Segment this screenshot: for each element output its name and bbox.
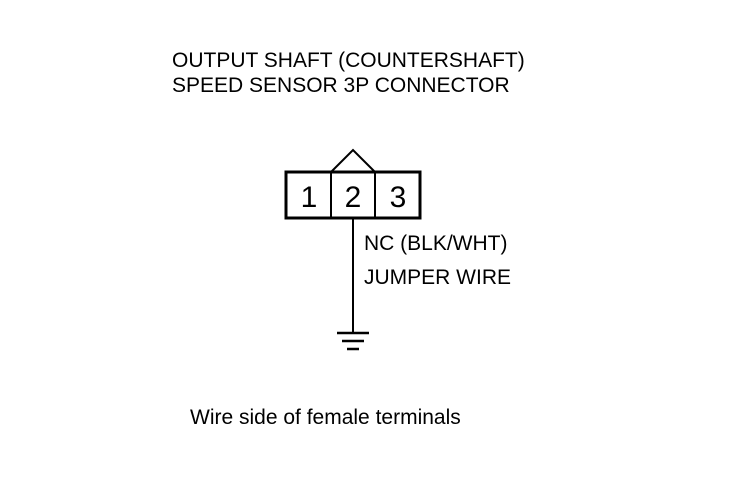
pin-1-label: 1: [301, 181, 318, 214]
ground-symbol-icon: [337, 331, 369, 351]
jumper-wire-label: JUMPER WIRE: [364, 266, 511, 289]
pin-2-label: 2: [345, 181, 362, 214]
wire-color-label: NC (BLK/WHT): [364, 232, 508, 255]
pin-3-label: 3: [390, 181, 407, 214]
connector-lock-tab-icon: [330, 148, 376, 173]
connector-title-line-1: OUTPUT SHAFT (COUNTERSHAFT): [172, 49, 525, 72]
connector-title-line-2: SPEED SENSOR 3P CONNECTOR: [172, 74, 510, 97]
view-caption: Wire side of female terminals: [190, 406, 461, 429]
